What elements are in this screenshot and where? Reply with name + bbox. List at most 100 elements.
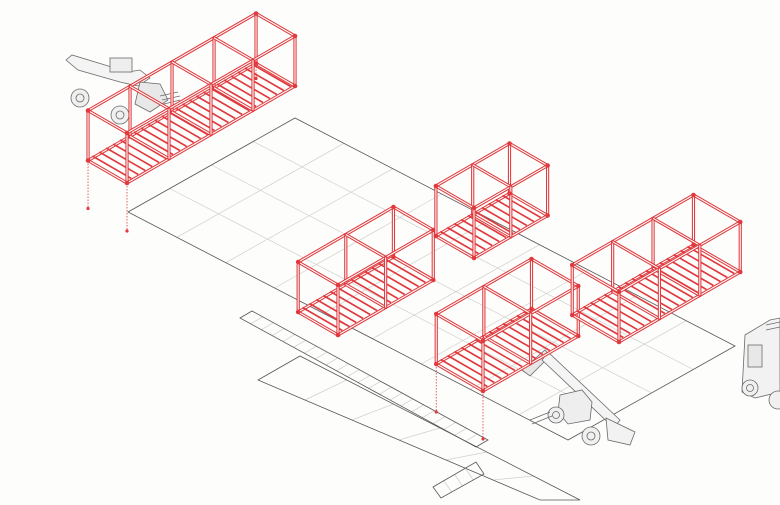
ground-strip-end-grid-line	[454, 474, 463, 487]
frame-corner-node	[471, 255, 477, 261]
floor-slat	[495, 326, 544, 356]
ground-strip-end-grid-line	[443, 480, 453, 493]
frame-corner-node	[737, 219, 743, 225]
frame-corner-node	[616, 339, 622, 345]
floor-slat	[357, 274, 399, 300]
frame-corner-node	[480, 338, 486, 344]
frame-top-cross-beam-inner	[393, 206, 434, 231]
frame-corner-node	[430, 277, 436, 283]
ground-strip-grid-line	[314, 351, 328, 360]
floor-slat	[617, 285, 666, 315]
floor-slat	[182, 103, 222, 128]
frame-front-top-beam-inner	[618, 221, 741, 293]
frame-corner-node	[471, 205, 477, 211]
frame-top-cross-beam-inner	[297, 261, 339, 286]
frame-corner-node	[85, 108, 91, 113]
floor-slat	[98, 151, 139, 176]
frame-bottom-cross-beam-inner	[435, 235, 475, 259]
floor-slat	[583, 305, 631, 335]
ground-strip-grid-line	[336, 363, 349, 372]
floor-slat	[315, 298, 357, 324]
frame-3	[433, 141, 550, 261]
ground-strip-grid-line	[411, 404, 424, 413]
ground-lower-plane-grid-line	[492, 475, 534, 481]
frame-corner-node	[292, 33, 298, 39]
floor-slat	[488, 202, 528, 227]
frame-corner-node	[507, 141, 512, 146]
frame-corner-node	[335, 332, 341, 338]
ground-strip-outline	[239, 310, 489, 448]
ground-lower-plane-outline	[257, 355, 581, 501]
frame-corner-node	[391, 254, 396, 260]
ground-strip-grid-line	[272, 328, 285, 336]
floor-slat	[440, 358, 488, 388]
frame-top-cross-beam-inner	[213, 37, 254, 61]
ground-lower-plane-grid-line	[351, 403, 394, 421]
frame-corner-node	[433, 183, 439, 189]
floor-slat	[385, 258, 426, 284]
floor-slat	[133, 131, 174, 156]
frame-bottom-cross-beam-inner	[171, 111, 212, 135]
frame-corner-node	[480, 388, 486, 394]
frame-corner-node	[575, 333, 581, 339]
frame-bottom-cross-beam-inner	[129, 135, 170, 160]
floor-slat	[446, 226, 486, 251]
floor-slat	[673, 253, 721, 283]
frame-bottom-cross-beam-inner	[345, 284, 386, 308]
floor-slat	[631, 277, 680, 307]
drop-point-marker	[254, 76, 258, 81]
frame-top-cross-beam-inner	[255, 13, 296, 37]
floor-slat	[502, 194, 542, 219]
ground-strip-end-grid-line	[464, 468, 474, 481]
frame-top-cross-beam-inner	[509, 143, 548, 166]
drop-point-marker	[125, 229, 129, 233]
frame-corner-node	[691, 242, 696, 248]
ground-strip-grid-line	[379, 386, 392, 395]
drop-point-marker	[481, 437, 485, 441]
floor-slat	[481, 206, 521, 231]
frame-top-cross-beam-inner	[87, 110, 128, 134]
floor-slat	[209, 87, 250, 112]
ground-strip-grid-line	[357, 375, 371, 383]
frame-corner-node	[85, 158, 91, 163]
frame-bottom-cross-beam-inner	[393, 256, 434, 281]
floor-slat	[624, 281, 673, 311]
ground-plane-grid-line	[372, 244, 540, 339]
floor-slat	[140, 127, 181, 152]
frame-bottom-cross-beam-inner	[87, 160, 128, 184]
frame-corner-node	[292, 83, 298, 89]
floor-slat	[495, 198, 535, 223]
frame-corner-node	[616, 289, 622, 295]
frame-top-cross-beam-inner	[571, 264, 620, 293]
drop-point-marker	[434, 410, 438, 414]
floor-slat	[474, 210, 514, 235]
frame-corner-node	[507, 191, 512, 196]
floor-slat	[680, 249, 728, 279]
ground-strip-grid-line	[325, 357, 338, 366]
floor-slat	[638, 273, 687, 303]
ground-plane-grid-line	[176, 143, 345, 238]
frame-corner-node	[569, 312, 575, 318]
frame-bottom-cross-beam-inner	[435, 363, 484, 392]
ground-lower-plane-grid-line	[304, 379, 347, 401]
floor-slat	[666, 257, 714, 287]
frame-top-cross-beam-inner	[652, 217, 701, 246]
frame-2	[295, 204, 436, 338]
floor-slat	[112, 143, 153, 168]
frame-corner-node	[545, 213, 550, 218]
floor-slat	[91, 155, 132, 180]
floor-slat	[460, 218, 500, 243]
frame-bottom-cross-beam-inner	[531, 308, 579, 337]
frame-corner-node	[529, 256, 534, 262]
frame-bottom-cross-beam-inner	[571, 314, 620, 343]
floor-slat	[216, 83, 257, 108]
floor-slat	[645, 269, 694, 299]
frame-corner-node	[335, 282, 341, 288]
floor-slat	[509, 318, 558, 348]
frame-corner-node	[433, 233, 439, 239]
floor-slat	[251, 63, 292, 88]
frame-bottom-cross-beam-inner	[255, 63, 296, 87]
floor-slat	[603, 293, 652, 323]
frame-bottom-cross-beam-inner	[213, 87, 254, 111]
